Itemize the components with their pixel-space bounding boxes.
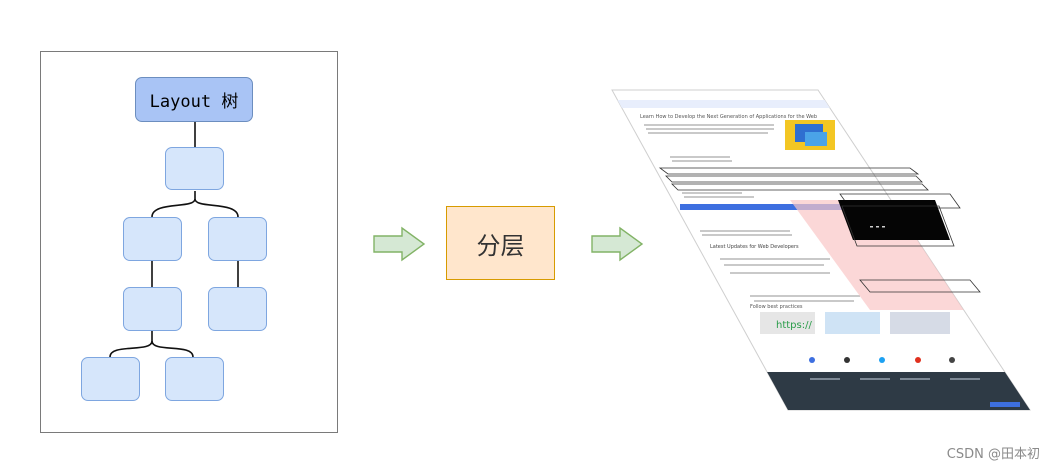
https-card-text: https:// xyxy=(776,320,812,331)
layering-step-box: 分层 xyxy=(446,206,555,280)
layered-page-illustration: Learn How to Develop the Next Generation… xyxy=(611,89,1031,411)
tree-node xyxy=(123,287,182,331)
tree-node xyxy=(208,287,267,331)
flow-arrow-2 xyxy=(591,226,644,262)
tree-node xyxy=(123,217,182,261)
tree-node xyxy=(208,217,267,261)
flow-arrow-1 xyxy=(373,226,426,262)
page-heading: Learn How to Develop the Next Generation… xyxy=(640,114,817,120)
follow-heading: Follow best practices xyxy=(750,304,803,310)
csdn-watermark: CSDN @田本初 xyxy=(946,447,1040,462)
tree-node xyxy=(165,147,224,190)
tree-connectors xyxy=(109,122,239,358)
section-heading: Latest Updates for Web Developers xyxy=(710,244,799,250)
tree-node xyxy=(81,357,140,401)
tree-node xyxy=(165,357,224,401)
layout-tree-root-node: Layout 树 xyxy=(135,77,253,122)
